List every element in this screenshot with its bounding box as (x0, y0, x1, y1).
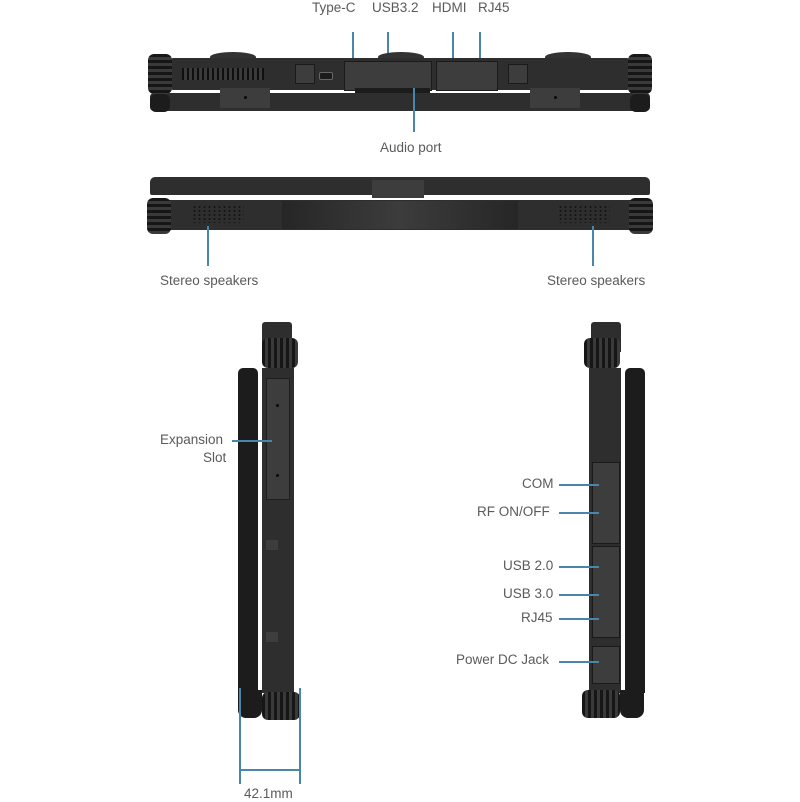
usb30-leader (559, 594, 599, 596)
vent-grille (182, 68, 264, 80)
corner-bumper (630, 94, 650, 112)
hdmi-leader (452, 32, 454, 62)
hinge-bottom (262, 692, 300, 720)
lid-chassis (150, 93, 650, 111)
type-c-leader (352, 32, 354, 62)
dimension-left-line (239, 688, 241, 784)
audio-port (355, 88, 430, 93)
usb32-leader (387, 32, 389, 62)
lid-edge (625, 368, 645, 693)
latch (372, 180, 424, 198)
com-label: COM (522, 476, 554, 491)
dimension-right-line (299, 688, 301, 784)
rj45-top-label: RJ45 (478, 0, 510, 15)
rj45-top-leader (479, 32, 481, 62)
front-panel (282, 201, 518, 229)
corner-bumper (629, 198, 653, 234)
corner-bumper (147, 198, 171, 234)
hinge-plate (220, 88, 270, 108)
port-cover-right (436, 61, 498, 91)
speaker-grille-right (558, 205, 610, 223)
port-cover-upper (592, 462, 620, 544)
rf-switch-leader (559, 512, 599, 514)
foot-bump (378, 52, 424, 62)
expansion-slot (266, 378, 290, 500)
usb30-label: USB 3.0 (503, 586, 554, 601)
thickness-dimension: 42.1mm (244, 786, 293, 801)
speaker-left-label: Stereo speakers (160, 273, 259, 288)
foot-bump (545, 52, 591, 62)
cover-plate (508, 64, 528, 84)
hinge (584, 338, 620, 368)
port-cover-lower (592, 646, 620, 684)
port-cover-middle (592, 546, 620, 638)
speaker-right-leader (592, 226, 594, 266)
rj45-side-label: RJ45 (521, 610, 553, 625)
lid-bumper (238, 690, 262, 718)
dimension-span-line (239, 769, 300, 771)
com-leader (559, 484, 599, 486)
hdmi-label: HDMI (432, 0, 467, 15)
lid-bumper (620, 690, 644, 718)
port-marker (266, 632, 278, 642)
hinge (262, 338, 298, 368)
power-dc-jack-leader (559, 661, 599, 663)
port-cover-left (344, 61, 432, 91)
audio-leader (413, 88, 415, 132)
screw (554, 96, 557, 99)
expansion-leader (232, 440, 272, 442)
audio-port-label: Audio port (380, 140, 442, 155)
lid-edge (238, 368, 258, 693)
foot-bump (210, 52, 256, 62)
cover-plate (295, 64, 315, 84)
speaker-right-label: Stereo speakers (547, 273, 646, 288)
usb20-label: USB 2.0 (503, 558, 554, 573)
screw (244, 96, 247, 99)
speaker-grille-left (192, 205, 244, 223)
rf-switch-label: RF ON/OFF (477, 504, 550, 519)
expansion-label-line1: Expansion (160, 432, 224, 447)
lock-slot-icon (319, 72, 333, 80)
usb20-leader (559, 566, 599, 568)
hinge-plate (530, 88, 580, 108)
hinge-bottom (582, 690, 620, 718)
speaker-left-leader (207, 226, 209, 266)
usb32-label: USB3.2 (372, 0, 419, 15)
port-marker (266, 540, 278, 550)
expansion-label-line2: Slot (203, 450, 227, 465)
rj45-side-leader (559, 618, 599, 620)
type-c-label: Type-C (312, 0, 356, 15)
corner-bumper (150, 94, 170, 112)
power-dc-jack-label: Power DC Jack (456, 652, 550, 667)
screw (276, 404, 279, 407)
screw (276, 474, 279, 477)
corner-bumper (148, 54, 172, 94)
corner-bumper (628, 54, 652, 94)
